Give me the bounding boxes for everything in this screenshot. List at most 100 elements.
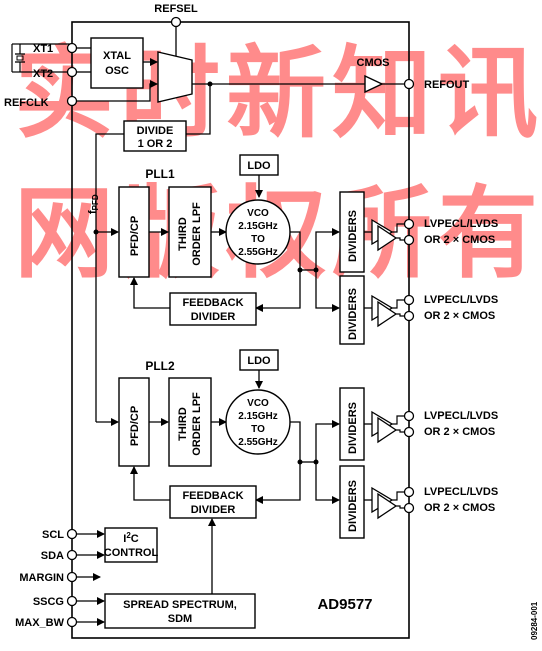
pll2-dividers-a-label: DIVIDERS [347, 402, 359, 454]
pin-label-xt1: XT1 [33, 43, 53, 55]
wire-ref-to-divide [186, 84, 211, 135]
spread-spectrum-label: SPREAD SPECTRUM, [123, 599, 237, 611]
wire-fpfd-bus [95, 133, 124, 422]
pll2-title: PLL2 [145, 359, 175, 373]
pin-label-max-bw: MAX_BW [15, 617, 65, 629]
pin-out1-n [403, 234, 415, 246]
i2c-label: CONTROL [104, 547, 159, 559]
xtal-osc-label: XTAL [103, 50, 131, 62]
pin-label-margin: MARGIN [19, 572, 64, 584]
output-label: LVPECL/LVDS [424, 218, 498, 230]
pll1-ldo-label: LDO [247, 160, 271, 172]
divide-label: DIVIDE [137, 125, 174, 137]
part-number: AD9577 [317, 596, 372, 613]
chip-outline [71, 21, 410, 639]
watermark-char: 知 [332, 35, 432, 152]
pin-out4-n [403, 502, 415, 514]
pll2-vco-label: 2.15GHz [238, 411, 277, 422]
pin-label-sscg: SSCG [33, 596, 64, 608]
pin-label-refout: REFOUT [424, 79, 470, 91]
pll2-pfd-cp-label: PFD/CP [129, 406, 141, 446]
pin-scl [66, 528, 78, 540]
output-label: OR 2 × CMOS [424, 310, 495, 322]
pll1-vco-label: VCO [247, 208, 269, 219]
pll2-lpf-label: ORDER LPF [191, 392, 203, 456]
pin-refclk [66, 95, 78, 107]
pin-out4-p [403, 486, 415, 498]
i2c-label: I2C [123, 531, 139, 545]
pin-out3-p [403, 410, 415, 422]
pll2-feedback-label: DIVIDER [191, 504, 236, 516]
output-label: LVPECL/LVDS [424, 486, 498, 498]
pin-label-sda: SDA [41, 550, 64, 562]
pll2-ldo-label: LDO [247, 355, 271, 367]
output-label: OR 2 × CMOS [424, 426, 495, 438]
pll1-feedback-label: DIVIDER [191, 311, 236, 323]
wire-feedback1-to-pfd1 [130, 277, 170, 309]
pin-xt2 [66, 66, 78, 78]
watermark-char: 有 [438, 175, 538, 292]
pll2-pfd-cp [118, 377, 150, 467]
figure-id: 09284-001 [530, 601, 539, 640]
xtal-osc-label: OSC [105, 65, 129, 77]
ref-mux [157, 51, 193, 103]
pin-label-xt2: XT2 [33, 68, 53, 80]
watermark-char: 新 [226, 35, 326, 152]
pll2-dividers-a [339, 387, 365, 461]
output-label: OR 2 × CMOS [424, 502, 495, 514]
pll1-dividers-a [339, 191, 365, 273]
wire-to-divider1b [315, 270, 340, 312]
pll2-lpf [168, 377, 212, 467]
watermark-char: 网 [14, 175, 114, 292]
pll1-vco-label: 2.15GHz [238, 221, 277, 232]
pll2-lpf-label: THIRD [177, 407, 189, 441]
crystal-icon [11, 43, 72, 73]
pll2-dividers-b [339, 465, 365, 539]
spread-spectrum-block [104, 593, 256, 629]
pll1-vco-label: TO [251, 234, 265, 245]
output-label: LVPECL/LVDS [424, 294, 498, 306]
wire-refclk-to-mux [76, 80, 158, 102]
pll1-dividers-a-label: DIVIDERS [347, 210, 359, 262]
pin-margin [66, 571, 78, 583]
pll1-feedback-divider [169, 292, 257, 326]
output-label: LVPECL/LVDS [424, 410, 498, 422]
pll1-lpf [168, 186, 212, 278]
i2c-control-block [104, 527, 158, 563]
pin-sda [66, 549, 78, 561]
pll1-lpf-label: ORDER LPF [191, 202, 203, 266]
pll2-vco-label: 2.55GHz [238, 437, 277, 448]
pll1-pfd-cp-label: PFD/CP [129, 216, 141, 256]
watermark-char: 讯 [438, 35, 538, 152]
pin-refsel [170, 16, 182, 28]
pll1-lpf-label: THIRD [177, 217, 189, 251]
fpfd-label: fPFD [87, 194, 100, 214]
pin-out2-p [403, 294, 415, 306]
cmos-buffer [364, 74, 384, 94]
pin-xt1 [66, 42, 78, 54]
wire-to-divider2b [315, 462, 340, 504]
pll1-pfd-cp [118, 186, 150, 278]
wire-to-divider1a [315, 228, 340, 270]
pll1-dividers-b [339, 275, 365, 345]
pin-out1-p [403, 218, 415, 230]
pin-max-bw [66, 616, 78, 628]
wire-feedback2-to-pfd2 [130, 466, 170, 501]
pin-out3-n [403, 426, 415, 438]
wire-to-divider2a [315, 420, 340, 462]
pin-label-refsel: REFSEL [154, 3, 198, 15]
pll2-output-driver-2 [364, 486, 405, 520]
pll2-output-driver-1 [364, 410, 405, 444]
pll2-dividers-b-label: DIVIDERS [347, 480, 359, 532]
divide-label: 1 OR 2 [138, 138, 173, 150]
pll1-output-driver-1 [364, 218, 405, 252]
output-label: OR 2 × CMOS [424, 234, 495, 246]
pin-refout [403, 78, 415, 90]
pll2-vco-label: VCO [247, 398, 269, 409]
xtal-osc-block [90, 37, 144, 89]
pll1-dividers-b-label: DIVIDERS [347, 288, 359, 340]
pll1-title: PLL1 [145, 167, 175, 181]
pll2-vco-label: TO [251, 424, 265, 435]
